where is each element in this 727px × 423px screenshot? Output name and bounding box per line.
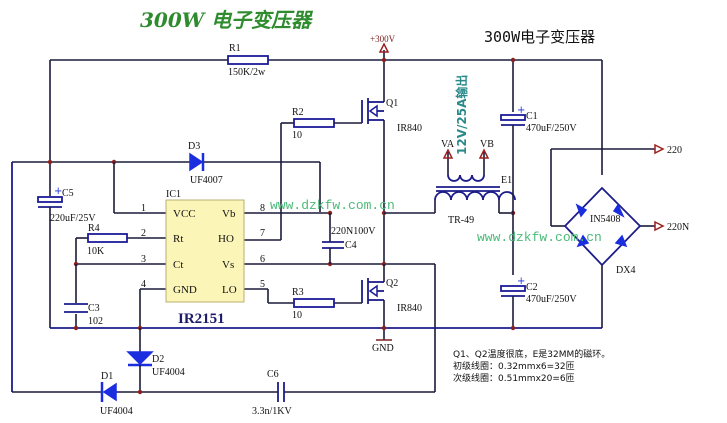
pin-vcc: VCC [173,208,196,220]
pin-num-7: 7 [260,228,265,239]
watermark-2: www.dzkfw.com.cn [477,230,602,245]
c4-ref: C4 [345,240,357,251]
d3-row: D3 UF4007 [12,141,321,212]
pin-vb: Vb [222,208,236,220]
pin-num-6: 6 [260,254,265,265]
resistor-r2: R2 10 [280,100,363,240]
d3-value: UF4007 [190,175,223,186]
capacitor-c5: + C5 220uF/25V [37,186,96,328]
q2-ref: Q2 [386,278,398,289]
capacitor-c4: 220N100V C4 [322,213,376,264]
pin-num-1: 1 [141,203,146,214]
top-rail [49,50,603,190]
note-line-2: 初级线圈：0.32mmx6=32匝 [453,360,575,372]
c2-ref: C2 [526,282,538,293]
r1-value: 150K/2w [228,67,266,78]
c3-ref: C3 [88,303,100,314]
transformer-tr49: VA VB E1 TR-49 [434,139,516,226]
q1-ref: Q1 [386,98,398,109]
pin-num-2: 2 [141,228,146,239]
c3-value: 102 [88,316,103,327]
c1-ref: C1 [526,111,538,122]
r2-ref: R2 [292,107,304,118]
capacitor-c1: + C1 470uF/250V [500,105,577,275]
vb-label: VB [480,139,494,150]
r3-ref: R3 [292,287,304,298]
ic-wires [50,162,602,331]
capacitor-c2: + C2 470uF/250V [500,276,577,331]
note-line-1: Q1、Q2温度很底，E是32MM的磁环。 [453,348,610,360]
resistor-r4: R4 10K [87,223,128,257]
pin-vs: Vs [222,259,234,271]
c2-value: 470uF/250V [526,294,577,305]
gnd-label: GND [372,343,394,354]
pin-num-8: 8 [260,203,265,214]
c1-value: 470uF/250V [526,123,577,134]
e1-ref: E1 [501,175,512,186]
r3-value: 10 [292,310,302,321]
gnd-symbol: GND [372,339,394,354]
diode-d2: D2 UF4004 [126,328,185,395]
resistor-r3: R3 10 [292,287,335,321]
mosfet-q2: Q2 IR840 [367,264,422,340]
capacitor-c6: C6 3.3n/1KV [252,369,293,417]
pin-rt: Rt [173,233,183,245]
capacitor-c3: C3 102 [64,303,103,327]
q1-value: IR840 [397,123,422,134]
output-rating-label: 12V/25A输出 [454,75,469,155]
c5-ref: C5 [62,188,74,199]
c6-ref: C6 [267,369,279,380]
out-220n-label: 220N [667,222,689,233]
c4-value: 220N100V [331,226,376,237]
ic1-name: IR2151 [178,311,225,327]
vplus-label: +300V [370,34,396,44]
main-title: 300W 电子变压器 [140,8,313,32]
diode-d1: D1 UF4004 [100,371,133,417]
pin-num-5: 5 [260,279,265,290]
d3-ref: D3 [188,141,200,152]
d1-value: UF4004 [100,406,133,417]
bridge-rectifier-dx4: 220 220N IN5408 DX4 [550,143,689,328]
pin-ho: HO [218,233,234,245]
secondary-title: 300W电子变压器 [484,28,595,46]
mosfet-q1: Q1 IR840 [367,96,422,263]
c6-value: 3.3n/1KV [252,406,293,417]
pin-num-3: 3 [141,254,146,265]
dx4-ref: DX4 [616,265,635,276]
d2-ref: D2 [152,354,164,365]
r4-value: 10K [87,246,105,257]
note-line-3: 次级线圈：0.51mmx20=6匝 [453,372,575,384]
q2-value: IR840 [397,303,422,314]
ic1-ref: IC1 [166,189,181,200]
vplus-symbol: +300V [370,34,396,53]
pin-ct: Ct [173,259,183,271]
svg-text:+: + [517,105,525,116]
svg-text:+: + [54,186,62,197]
tr49-value: TR-49 [448,215,474,226]
c5-value: 220uF/25V [50,213,96,224]
watermark-1: www.dzkfw.com.cn [270,198,395,213]
d1-ref: D1 [101,371,113,382]
pin-num-4: 4 [141,279,146,290]
out-220-label: 220 [667,145,682,156]
svg-text:+: + [517,276,525,287]
dx4-value: IN5408 [590,214,621,225]
r1-ref: R1 [229,43,241,54]
pin-lo: LO [222,284,237,296]
pin-gnd: GND [173,284,197,296]
d2-value: UF4004 [152,367,185,378]
resistor-r1: R1 150K/2w [227,43,269,78]
ic1-ir2151: IC1 IR2151 VCC Rt Ct GND Vb HO Vs LO 1 2… [141,189,265,327]
r2-value: 10 [292,130,302,141]
r4-ref: R4 [88,223,100,234]
va-label: VA [441,139,455,150]
